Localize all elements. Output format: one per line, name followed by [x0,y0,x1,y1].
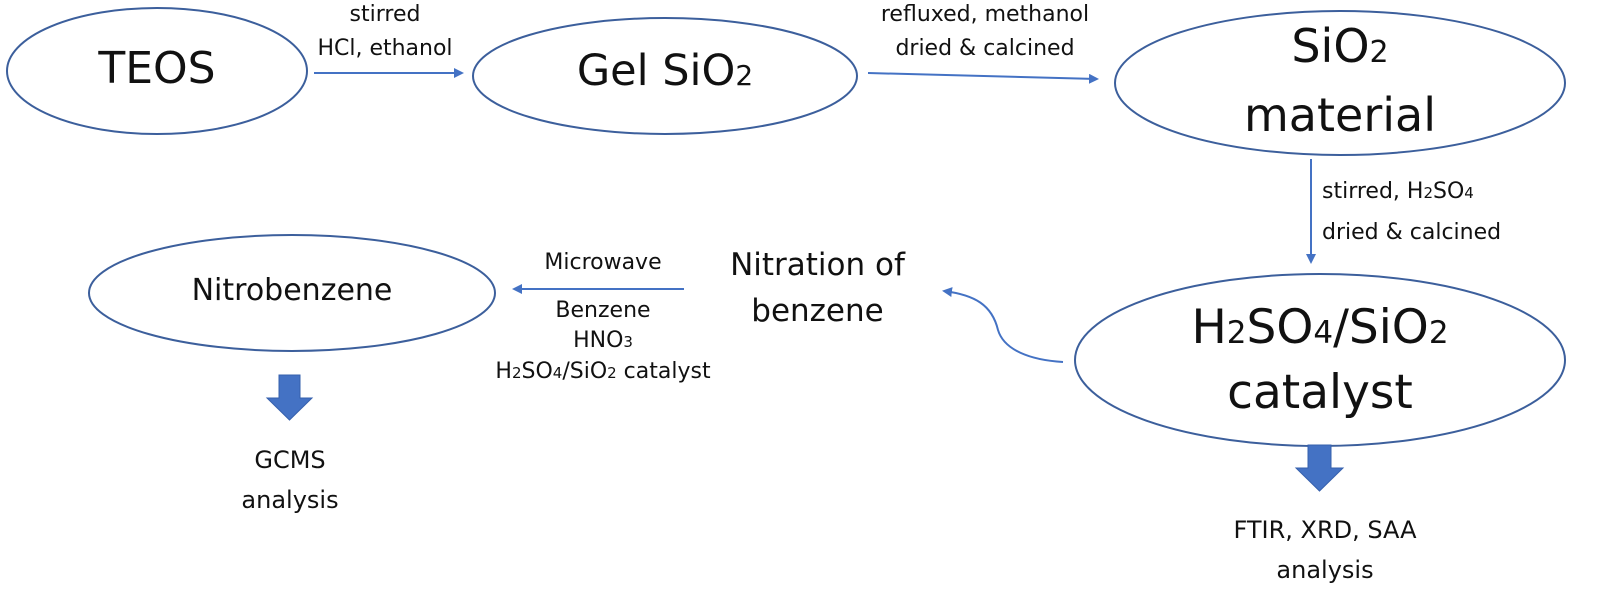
block-arrow-ftir [1294,444,1345,492]
nitration-line1: Nitration of [730,247,905,283]
edge-label-teos-to-gel: stirred HCl, ethanol [290,0,480,66]
gcms-line2: analysis [241,486,339,514]
arrow-catalyst-to-nitration [942,287,1064,363]
gel-sio2-ellipse [472,17,858,135]
block-arrow-gcms [265,374,314,421]
teos-label: TEOS [98,43,216,94]
edge-nitr-line1: Microwave [544,250,662,275]
edge-gel-sio2-line2: dried & calcined [895,36,1075,61]
nitration-label: Nitration of benzene [700,242,935,334]
catalyst-label: H2SO4/SiO2 catalyst [1120,298,1520,423]
edge-gel-sio2-line1: refluxed, methanol [880,2,1090,27]
nitrobenzene-label: Nitrobenzene [191,273,393,308]
edge-sio2-cat-line2: dried & calcined [1322,220,1502,245]
edge-label-sio2-to-catalyst: stirred, H2SO4 dried & calcined [1322,172,1552,253]
edge-sio2-cat-line1: stirred, H2SO4 [1322,179,1474,204]
edge-teos-gel-line2: HCl, ethanol [317,36,453,61]
nitration-line2: benzene [751,293,884,329]
catalyst-line1: H2SO4/SiO2 [1191,300,1449,355]
ftir-line1: FTIR, XRD, SAA [1233,516,1417,544]
edge-nitr-line4: H2SO4/SiO2 catalyst [495,359,711,384]
nitrobenzene-ellipse [88,234,496,352]
edge-label-nitration-to-nitrobenzene: Microwave Benzene HNO3 H2SO4/SiO2 cataly… [478,248,728,388]
ftir-line2: analysis [1276,556,1374,584]
ftir-label: FTIR, XRD, SAA analysis [1190,510,1460,590]
arrow-gel-to-sio2 [867,72,1099,84]
edge-teos-gel-line1: stirred [349,2,421,27]
sio2-material-line2: material [1244,88,1436,142]
gel-sio2-label: Gel SiO2 [576,46,754,96]
edge-nitr-line2: Benzene [555,298,651,323]
catalyst-line2: catalyst [1227,365,1413,420]
edge-nitr-line3: HNO3 [573,328,633,353]
gcms-label: GCMS analysis [200,440,380,520]
gcms-line1: GCMS [254,446,326,474]
teos-ellipse [6,7,308,135]
edge-label-gel-to-sio2: refluxed, methanol dried & calcined [860,0,1110,66]
sio2-material-line1: SiO2 [1291,19,1389,73]
sio2-material-label: SiO2 material [1180,15,1500,146]
sio2-material-ellipse [1114,10,1566,156]
